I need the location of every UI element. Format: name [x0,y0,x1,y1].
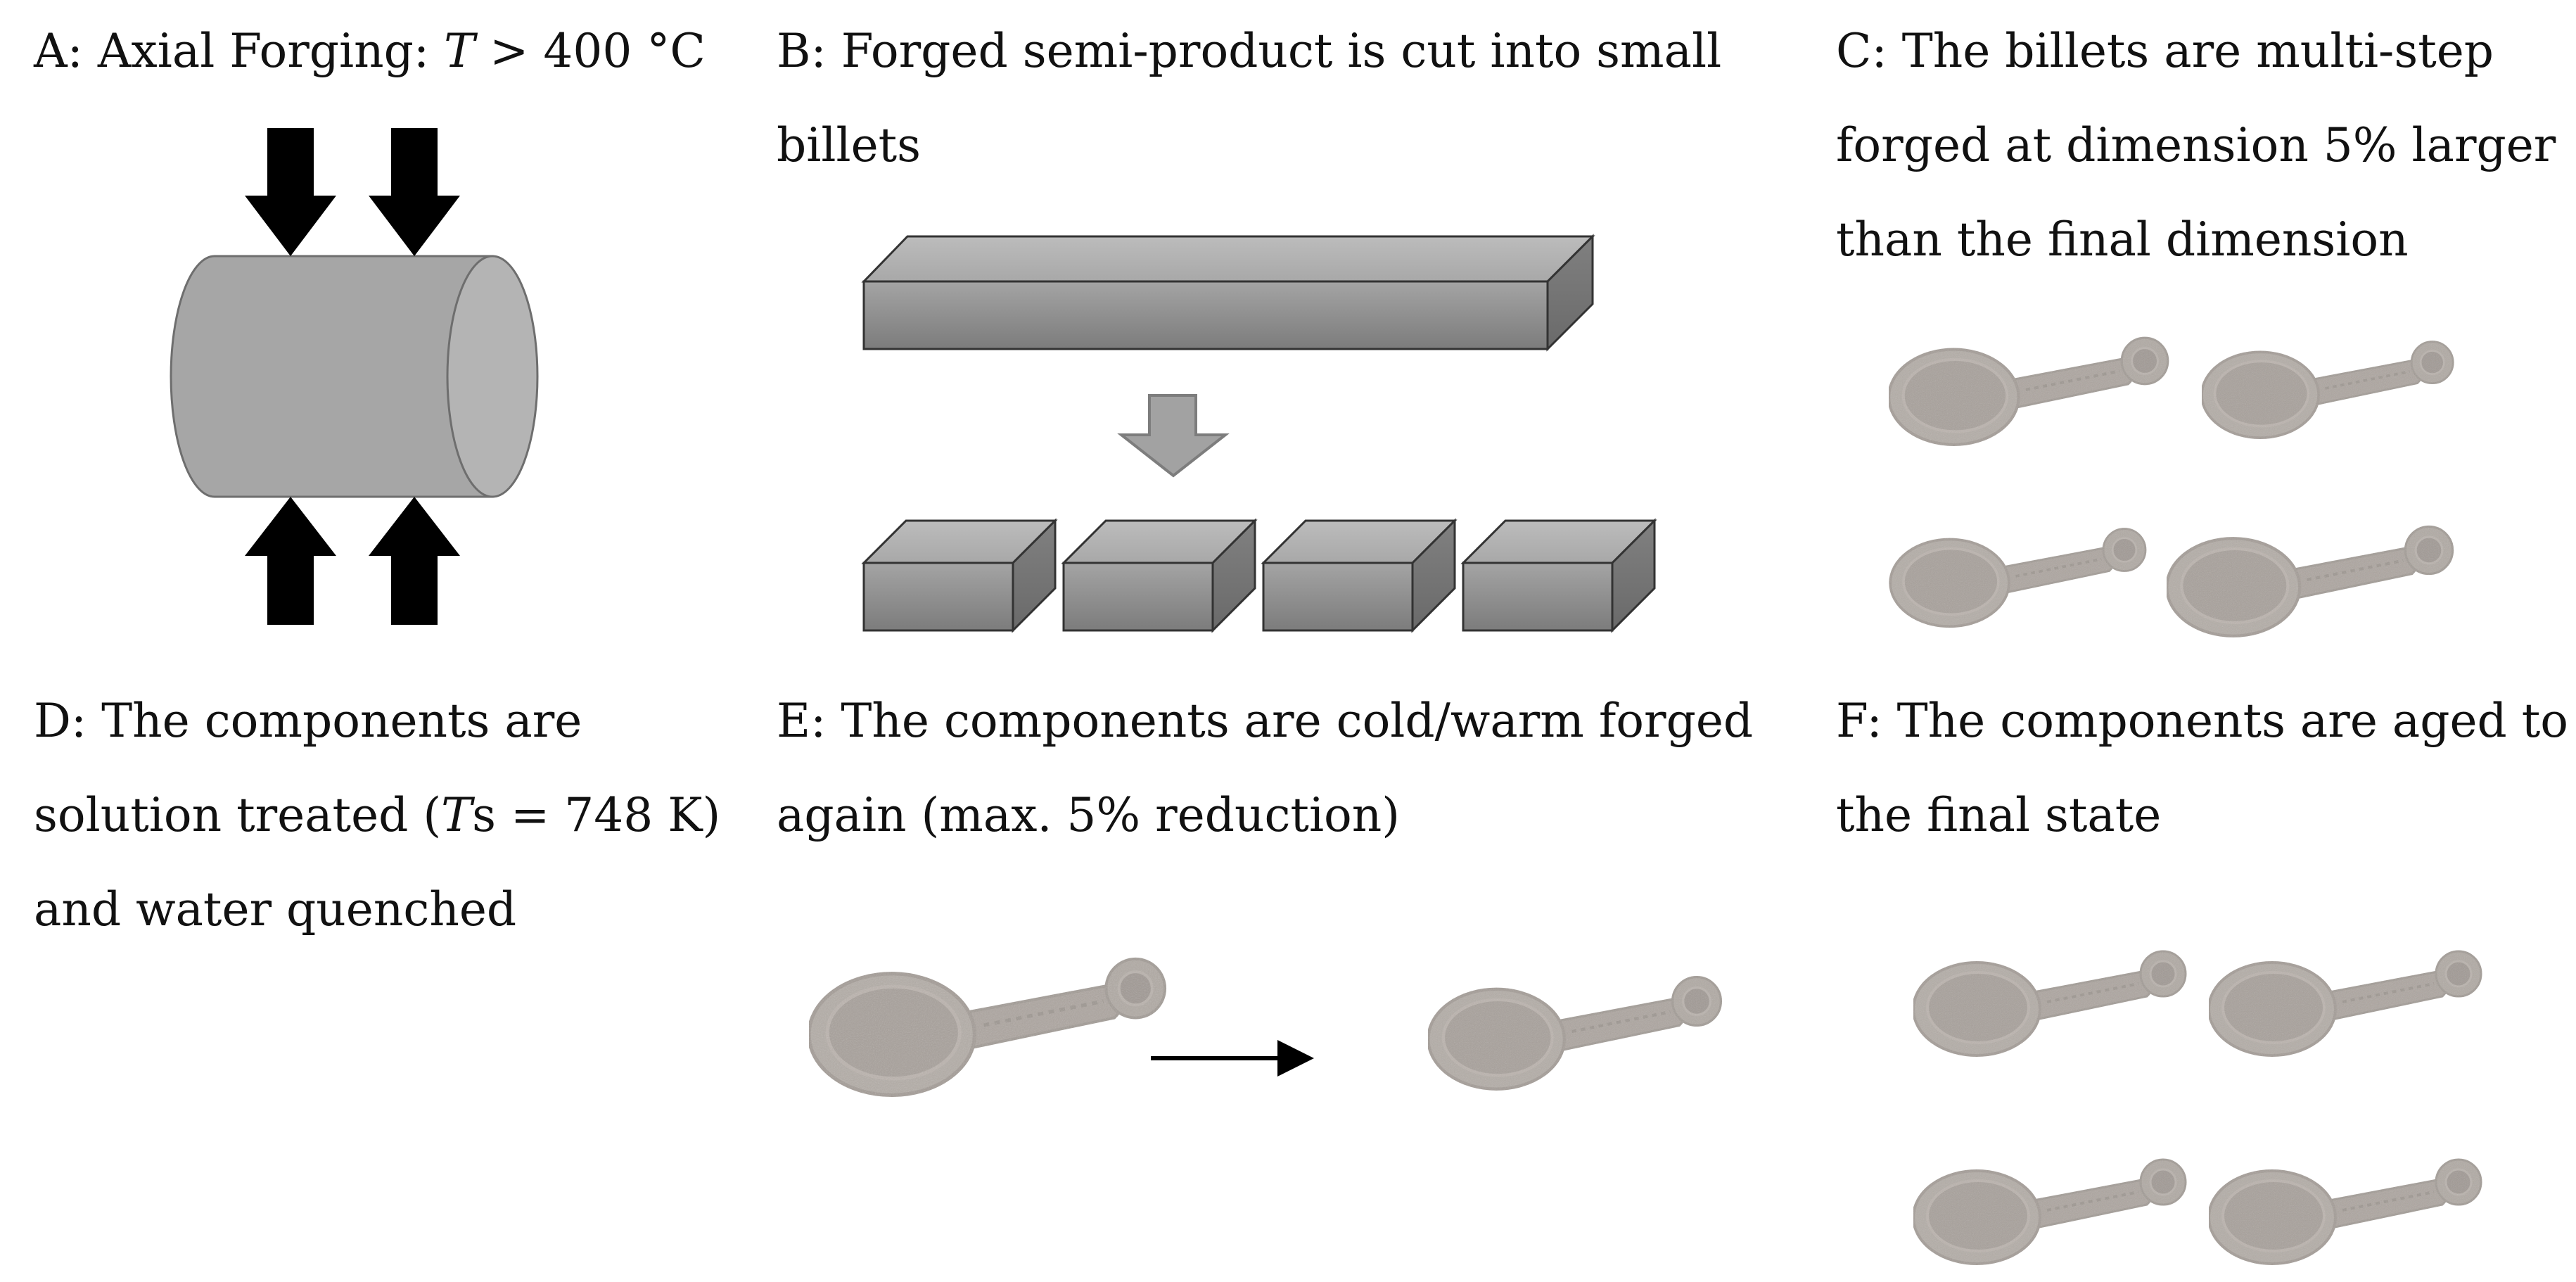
caption-d: D: The components are solution treated (… [34,674,720,957]
process-arrow-icon [1117,394,1230,478]
aged-part [2209,1160,2481,1264]
forged-part-before [809,959,1165,1096]
aged-part [1913,951,2186,1055]
forged-part [1890,529,2145,627]
down-arrow-icon [245,128,336,256]
billet [861,518,1058,633]
caption-d-line1: D: The components are [34,694,582,748]
forged-part [2202,342,2453,438]
billet [1061,518,1258,633]
panel-f-graphic [1913,951,2481,1264]
caption-e-line1: E: The components are cold/warm forged [777,694,1754,748]
caption-f-line2: the final state [1836,788,2162,842]
billet [1460,518,1657,633]
forged-part [2167,526,2452,635]
caption-b-line2: billets [777,118,922,172]
caption-b-line1: B: Forged semi-product is cut into small [777,24,1722,78]
caption-b: B: Forged semi-product is cut into small… [777,4,1721,193]
panel-c-graphic [1889,338,2453,636]
right-arrow-icon [1277,1040,1314,1077]
panel-e-graphic [809,959,1721,1096]
down-arrow-icon [369,128,460,256]
up-arrow-icon [245,497,336,625]
semi-product-bar [861,234,1595,352]
caption-e-line2: again (max. 5% reduction) [777,788,1401,842]
caption-f-line1: F: The components are aged to [1836,694,2569,748]
caption-d-line2-pre: solution treated ( [34,788,442,842]
caption-c-line3: than the final dimension [1836,212,2409,267]
caption-d-line3: and water quenched [34,882,517,937]
caption-a-condition: > 400 °C [475,24,706,78]
cylinder-end [446,255,539,498]
caption-a-text: A: Axial Forging: [34,24,445,78]
billet [1261,518,1458,633]
caption-d-variable: T [441,788,473,842]
aged-part [1913,1160,2186,1264]
caption-a: A: Axial Forging: T > 400 °C [34,4,706,99]
panel-a-graphic [170,128,539,625]
caption-d-line2-post: s = 748 K) [472,788,721,842]
panel-b-graphic [861,234,1657,633]
forged-part [1889,338,2168,445]
up-arrow-icon [369,497,460,625]
caption-c: C: The billets are multi-step forged at … [1836,4,2556,287]
caption-c-line2: forged at dimension 5% larger [1836,118,2556,172]
caption-d-line2: solution treated (Ts = 748 K) [34,768,720,863]
caption-f: F: The components are aged to the final … [1836,674,2568,863]
caption-a-variable: T [444,24,476,78]
aged-part [2209,951,2481,1055]
caption-c-line1: C: The billets are multi-step [1836,24,2494,78]
caption-e: E: The components are cold/warm forged a… [777,674,1753,863]
cylinder-body [170,255,494,498]
forged-part-after [1428,977,1721,1089]
